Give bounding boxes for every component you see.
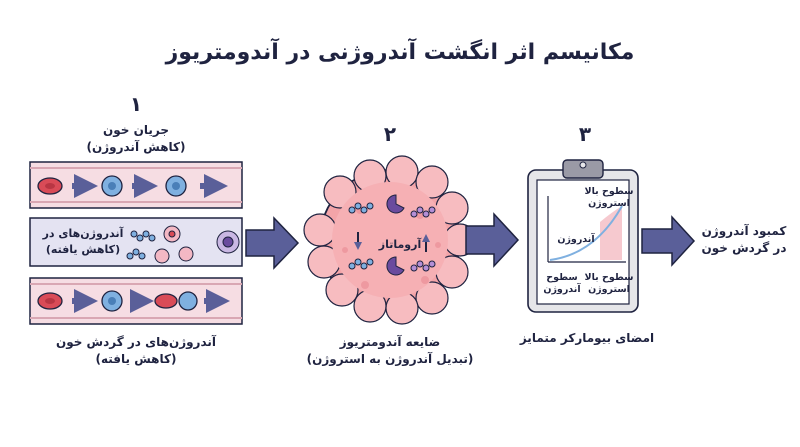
flow-arrow-3 — [641, 215, 696, 267]
endometriosis-lesion — [303, 155, 477, 325]
step-3-label: امضای بیومارکر متمایز — [519, 331, 655, 345]
flow-arrow-2 — [465, 212, 520, 268]
blood-vessel-bottom — [29, 277, 243, 325]
page-title: مکانیسم اثر انگشت آندروژنی در آندومتریوز — [165, 40, 635, 65]
chart-estrogen-levels-label: سطوح بالا استروژن — [584, 272, 634, 295]
blood-vessel-middle — [29, 217, 243, 267]
chart-androgen-levels-label: سطوح آندروژن — [543, 272, 581, 295]
clipboard — [527, 159, 639, 313]
step-2-number: ۲ — [383, 122, 397, 146]
chart-androgen-label: آندروژن — [557, 234, 595, 245]
chart-high-estrogen-label: سطوح بالا استروژن — [584, 186, 634, 209]
aromatase-label: آروماتاز — [378, 238, 422, 251]
step-3-number: ۳ — [578, 122, 592, 146]
step-1-number: ۱ — [129, 92, 143, 116]
step-1-top-label: جریان خون (کاهش آندروژن) — [86, 123, 186, 154]
flow-arrow-1 — [245, 216, 300, 270]
step-1-bottom-label: آندروژن‌های در گردش خون (کاهش یافته) — [55, 335, 217, 366]
result-label: کمبود آندروژن در گردش خون — [701, 224, 787, 255]
step-1-middle-label: آندروژن‌های در (کاهش یافته) — [42, 227, 124, 256]
step-2-label: ضایعه آندومتریوز (تبدیل آندروژن به استرو… — [306, 335, 474, 366]
blood-vessel-top — [29, 161, 243, 209]
